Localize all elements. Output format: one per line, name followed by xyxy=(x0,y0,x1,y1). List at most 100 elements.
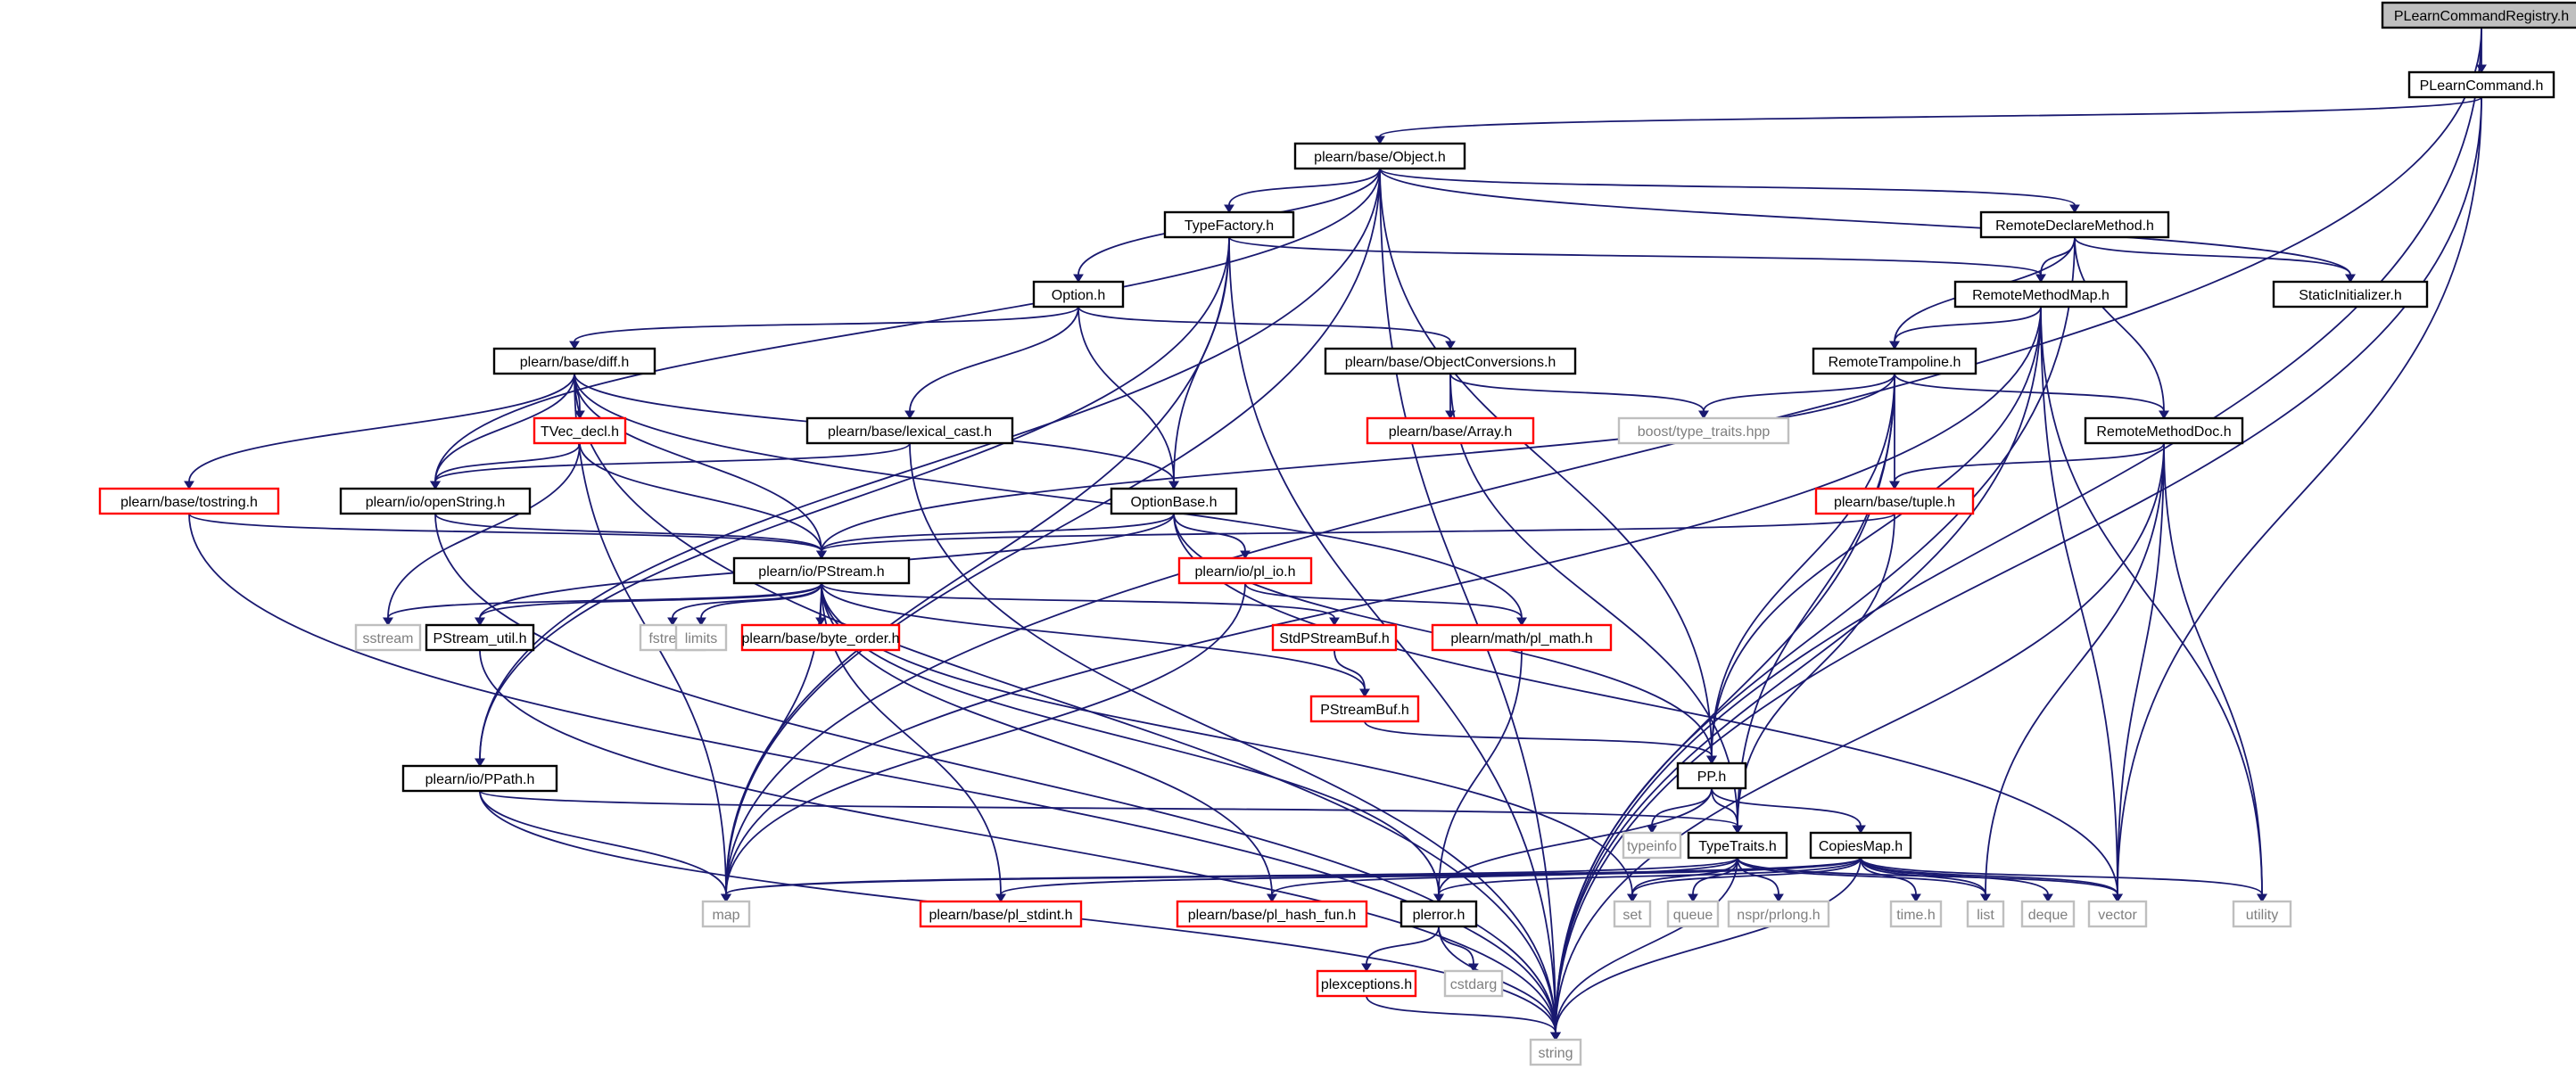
node-box xyxy=(674,623,728,652)
node-box xyxy=(1366,416,1535,445)
edge-PStream-StdPStreamBuf xyxy=(821,582,1340,626)
node-box xyxy=(1309,695,1420,723)
node-label: TVec_decl.h xyxy=(541,424,619,440)
node-label: plearn/base/Array.h xyxy=(1389,424,1512,440)
node-label: PP.h xyxy=(1697,770,1727,785)
edge-RemoteMethodMap-PP xyxy=(1706,306,2042,764)
node-plexceptions[interactable]: plexceptions.h xyxy=(1316,969,1417,998)
edge-RemoteTrampoline-boost_type_traits xyxy=(1698,373,1895,419)
node-box xyxy=(1529,1038,1582,1066)
node-box xyxy=(1271,623,1398,652)
node-label: plearn/base/pl_stdint.h xyxy=(929,908,1073,923)
edge-PStreamBuf-PP xyxy=(1364,720,1717,764)
node-box xyxy=(1727,900,1830,928)
node-box xyxy=(740,623,901,652)
node-PLearnCommand[interactable]: PLearnCommand.h xyxy=(2407,70,2555,99)
edge-PStream-PStream_util xyxy=(475,582,822,626)
edge-CopiesMap-vector xyxy=(1860,857,2123,902)
node-box xyxy=(1622,831,1682,860)
node-pl_hash_fun[interactable]: plearn/base/pl_hash_fun.h xyxy=(1176,900,1368,928)
edge-openString-PStream xyxy=(434,513,827,559)
edge-RemoteTrampoline-PStream xyxy=(816,373,1895,559)
node-PStream_util[interactable]: PStream_util.h xyxy=(425,623,535,652)
node-diff[interactable]: plearn/base/diff.h xyxy=(492,347,656,375)
node-tostring[interactable]: plearn/base/tostring.h xyxy=(98,487,280,515)
node-pl_math[interactable]: plearn/math/pl_math.h xyxy=(1431,623,1613,652)
edge-ObjectConversions-boost_type_traits xyxy=(1449,373,1709,419)
node-box xyxy=(2381,1,2576,29)
node-PLearnCommandRegistry[interactable]: PLearnCommandRegistry.h xyxy=(2381,1,2576,29)
node-list: list xyxy=(1966,900,2005,928)
edge-plerror-plexceptions xyxy=(1361,926,1440,972)
edge-RemoteMethodMap-RemoteTrampoline xyxy=(1889,306,2042,350)
node-label: plearn/base/diff.h xyxy=(520,355,629,370)
node-box xyxy=(1163,210,1295,239)
node-label: plearn/base/byte_order.h xyxy=(741,631,899,646)
node-label: plearn/base/ObjectConversions.h xyxy=(1345,355,1556,370)
node-PStream[interactable]: plearn/io/PStream.h xyxy=(732,556,911,585)
node-box xyxy=(1666,900,1720,928)
edge-PP-TypeTraits xyxy=(1711,787,1743,834)
edge-PLearnCommandRegistry-string xyxy=(1550,27,2482,1041)
edge-TypeTraits-queue xyxy=(1688,857,1738,902)
node-string: string xyxy=(1529,1038,1582,1066)
node-box xyxy=(1431,623,1613,652)
node-box xyxy=(1617,416,1790,445)
node-ObjectConversions[interactable]: plearn/base/ObjectConversions.h xyxy=(1324,347,1577,375)
node-box xyxy=(492,347,656,375)
edge-tuple-PStream xyxy=(816,513,1895,559)
node-RemoteTrampoline[interactable]: RemoteTrampoline.h xyxy=(1812,347,1977,375)
node-box xyxy=(1176,900,1368,928)
node-tuple[interactable]: plearn/base/tuple.h xyxy=(1814,487,1975,515)
edges-layer xyxy=(184,27,2487,1041)
node-CopiesMap[interactable]: CopiesMap.h xyxy=(1809,831,1912,860)
node-box xyxy=(1676,761,1747,790)
node-label: OptionBase.h xyxy=(1131,495,1218,510)
node-TypeTraits[interactable]: TypeTraits.h xyxy=(1687,831,1788,860)
node-box xyxy=(339,487,532,515)
edge-lexical_cast-openString xyxy=(430,442,911,490)
node-StaticInitializer[interactable]: StaticInitializer.h xyxy=(2272,280,2429,309)
node-box xyxy=(1809,831,1912,860)
node-PStreamBuf[interactable]: PStreamBuf.h xyxy=(1309,695,1420,723)
node-openString[interactable]: plearn/io/openString.h xyxy=(339,487,532,515)
node-pl_io[interactable]: plearn/io/pl_io.h xyxy=(1177,556,1313,585)
edge-PLearnCommand-Object xyxy=(1375,96,2482,144)
node-StdPStreamBuf[interactable]: StdPStreamBuf.h xyxy=(1271,623,1398,652)
node-box xyxy=(1399,900,1478,928)
node-label: cstdarg xyxy=(1450,977,1497,992)
node-box xyxy=(919,900,1083,928)
edge-CopiesMap-pl_stdint xyxy=(995,857,1862,902)
node-Array[interactable]: plearn/base/Array.h xyxy=(1366,416,1535,445)
node-PPath[interactable]: plearn/io/PPath.h xyxy=(401,764,558,793)
edge-CopiesMap-time xyxy=(1860,857,1921,902)
node-PP[interactable]: PP.h xyxy=(1676,761,1747,790)
node-TVec_decl[interactable]: TVec_decl.h xyxy=(533,416,627,445)
node-lexical_cast[interactable]: plearn/base/lexical_cast.h xyxy=(805,416,1014,445)
node-cstdarg: cstdarg xyxy=(1443,969,1504,998)
node-box xyxy=(1889,900,1943,928)
node-box xyxy=(1979,210,2170,239)
edge-Object-PP xyxy=(1379,168,1717,764)
node-pl_stdint[interactable]: plearn/base/pl_stdint.h xyxy=(919,900,1083,928)
node-label: plearn/base/Object.h xyxy=(1314,150,1446,165)
node-label: TypeFactory.h xyxy=(1185,218,1274,234)
node-OptionBase[interactable]: OptionBase.h xyxy=(1110,487,1238,515)
edge-CopiesMap-set xyxy=(1627,857,1862,902)
node-label: vector xyxy=(2098,908,2137,923)
node-RemoteMethodMap[interactable]: RemoteMethodMap.h xyxy=(1953,280,2128,309)
node-box xyxy=(1687,831,1788,860)
edge-PP-CopiesMap xyxy=(1711,787,1866,834)
node-Object[interactable]: plearn/base/Object.h xyxy=(1293,142,1466,170)
node-Option[interactable]: Option.h xyxy=(1032,280,1125,309)
node-RemoteMethodDoc[interactable]: RemoteMethodDoc.h xyxy=(2084,416,2244,445)
node-TypeFactory[interactable]: TypeFactory.h xyxy=(1163,210,1295,239)
node-label: typeinfo xyxy=(1627,839,1677,854)
node-byte_order[interactable]: plearn/base/byte_order.h xyxy=(740,623,901,652)
node-box xyxy=(2272,280,2429,309)
node-label: plearn/io/PStream.h xyxy=(758,564,884,580)
edge-Option-ObjectConversions xyxy=(1077,306,1456,350)
node-RemoteDeclareMethod[interactable]: RemoteDeclareMethod.h xyxy=(1979,210,2170,239)
edge-CopiesMap-plerror xyxy=(1433,857,1862,902)
node-plerror[interactable]: plerror.h xyxy=(1399,900,1478,928)
